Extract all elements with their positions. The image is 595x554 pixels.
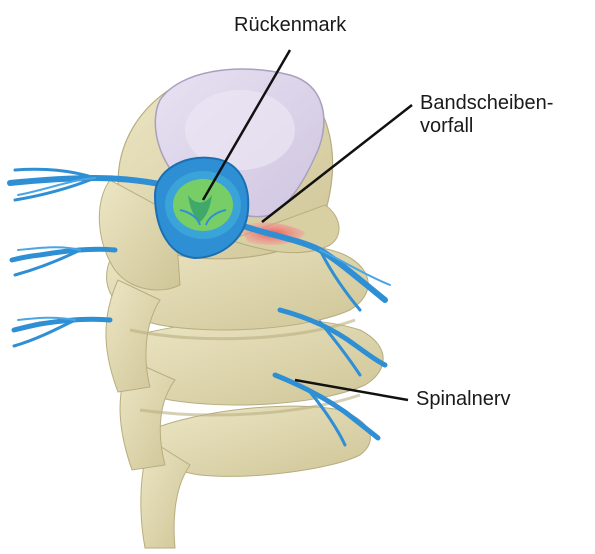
label-herniation-line2: vorfall: [420, 115, 553, 138]
label-herniation: Bandscheiben- vorfall: [420, 92, 553, 138]
label-spinal-cord: Rückenmark: [234, 14, 346, 37]
label-spinal-nerve: Spinalnerv: [416, 388, 511, 411]
label-herniation-line1: Bandscheiben-: [420, 92, 553, 115]
